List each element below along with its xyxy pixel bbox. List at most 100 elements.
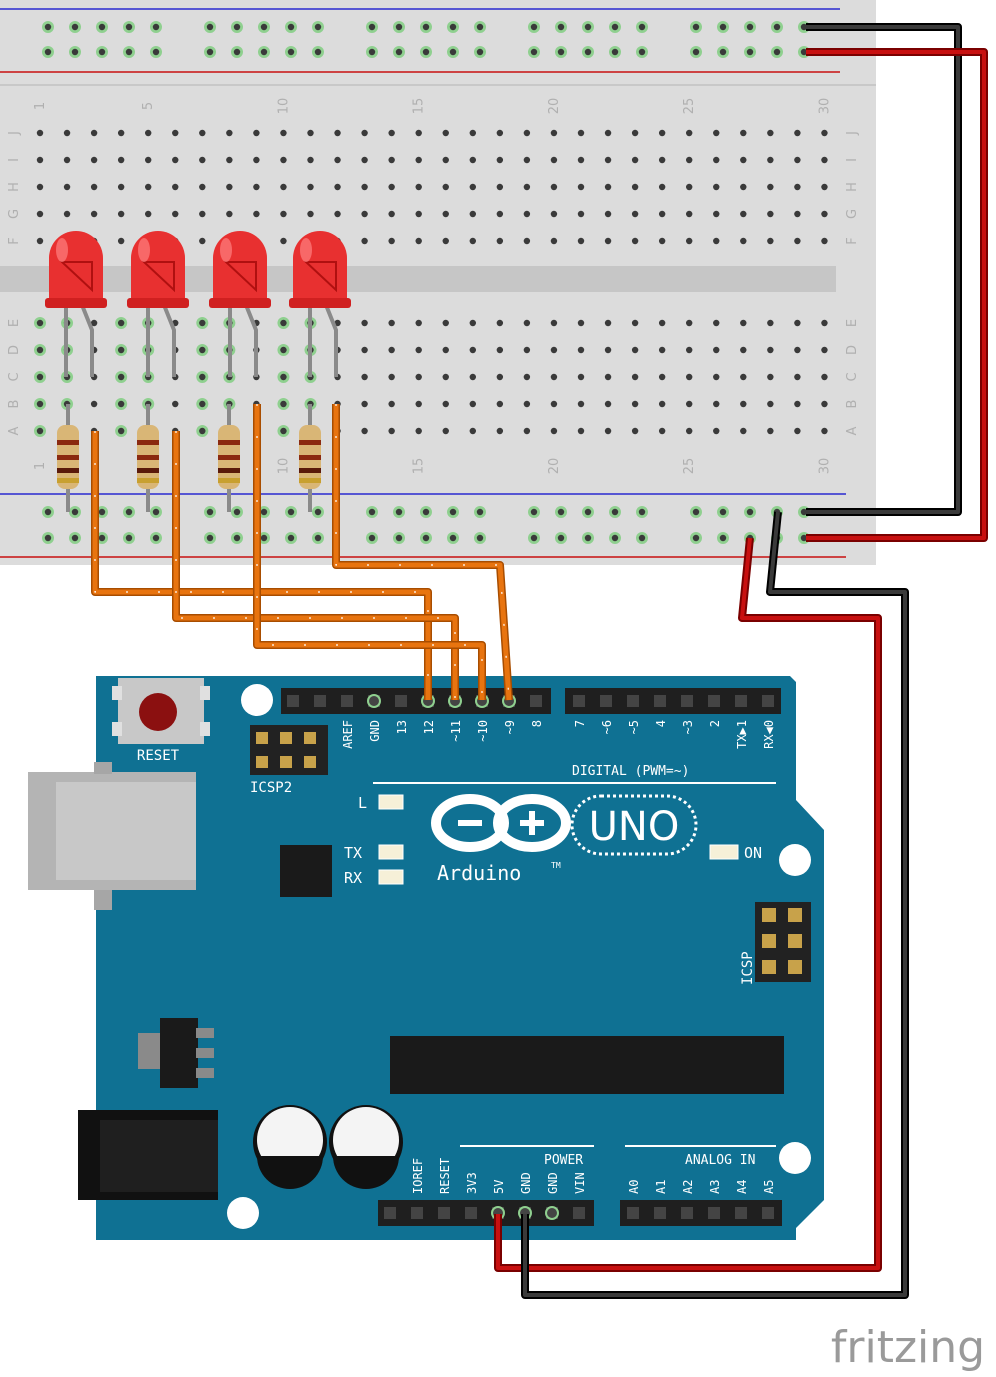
rail-hole — [125, 48, 133, 56]
icsp2-pin — [256, 732, 268, 744]
breadboard-hole — [442, 373, 449, 381]
row-letter: E — [7, 319, 22, 327]
breadboard-hole — [523, 210, 531, 218]
breadboard-hole — [713, 129, 720, 137]
analog-pin-label: A1 — [654, 1180, 668, 1194]
icsp2-pin — [304, 756, 316, 768]
rail-hole — [476, 23, 484, 31]
breadboard-hole — [821, 237, 828, 245]
rail-hole — [98, 534, 106, 542]
breadboard-hole — [280, 400, 287, 408]
breadboard-hole — [658, 237, 666, 245]
column-number: 10 — [276, 458, 291, 475]
breadboard-hole — [550, 346, 558, 354]
breadboard-hole — [604, 427, 612, 435]
breadboard-hole — [117, 210, 125, 218]
breadboard-hole — [740, 346, 747, 354]
rail-hole — [287, 23, 295, 31]
digital-pin-label: GND — [368, 720, 382, 742]
arduino-board-body — [96, 676, 824, 1240]
icsp-label: ICSP — [740, 951, 756, 985]
breadboard-hole — [631, 183, 639, 191]
breadboard-hole — [577, 373, 585, 381]
breadboard-hole — [821, 183, 828, 191]
capacitor — [253, 1105, 327, 1189]
rail-hole — [746, 508, 754, 516]
on-led — [709, 844, 739, 860]
row-letter: F — [845, 237, 860, 244]
breadboard-hole — [523, 319, 531, 327]
breadboard-hole — [713, 183, 720, 191]
breadboard-hole — [388, 427, 395, 435]
rail-hole — [773, 48, 781, 56]
breadboard-hole — [631, 400, 639, 408]
header-pin — [600, 695, 612, 707]
rail-hole — [449, 48, 457, 56]
column-number: 1 — [33, 462, 48, 470]
breadboard-hole — [36, 373, 44, 381]
breadboard-hole — [469, 400, 476, 408]
rail-hole — [260, 508, 268, 516]
breadboard-hole — [469, 427, 476, 435]
breadboard-hole — [90, 156, 98, 164]
rail-hole — [584, 48, 592, 56]
breadboard-hole — [631, 427, 639, 435]
breadboard-hole — [740, 237, 747, 245]
breadboard-hole — [172, 400, 179, 408]
led-2 — [127, 231, 189, 377]
breadboard-hole — [604, 400, 612, 408]
breadboard-hole — [280, 129, 287, 137]
rail-hole — [746, 48, 754, 56]
breadboard-hole — [794, 346, 801, 354]
breadboard-hole — [767, 237, 774, 245]
rail-hole — [395, 508, 403, 516]
rail-hole — [368, 508, 376, 516]
rail-hole — [125, 508, 133, 516]
breadboard-hole — [523, 183, 531, 191]
header-pin — [654, 695, 666, 707]
breadboard-hole — [253, 210, 260, 218]
header-pin — [530, 695, 542, 707]
digital-pin-label: ~3 — [681, 720, 695, 734]
rail-hole — [584, 508, 592, 516]
rail-hole — [530, 508, 538, 516]
breadboard-hole — [199, 400, 206, 408]
mounting-hole — [779, 1142, 811, 1174]
breadboard-hole — [713, 373, 720, 381]
breadboard-hole — [550, 183, 558, 191]
breadboard-hole — [577, 156, 585, 164]
breadboard-hole — [117, 237, 125, 245]
breadboard-hole — [496, 346, 504, 354]
rail-hole — [719, 23, 727, 31]
breadboard-hole — [90, 183, 98, 191]
breadboard-hole — [577, 346, 585, 354]
breadboard-hole — [199, 129, 206, 137]
rail-hole — [584, 23, 592, 31]
rail-hole — [125, 23, 133, 31]
breadboard-hole — [550, 400, 558, 408]
column-number: 30 — [817, 458, 832, 475]
breadboard-hole — [550, 373, 558, 381]
rail-hole — [638, 508, 646, 516]
icsp-pin — [788, 934, 802, 948]
breadboard-hole — [117, 156, 125, 164]
arduino-logo: UNO Arduino TM — [431, 794, 698, 885]
rail-hole — [719, 48, 727, 56]
rail-hole — [98, 48, 106, 56]
breadboard-hole — [794, 183, 801, 191]
rail-hole — [395, 534, 403, 542]
icsp2-pin — [280, 756, 292, 768]
icsp2-pin — [304, 732, 316, 744]
rail-hole — [611, 23, 619, 31]
header-pin — [368, 695, 380, 707]
rail-hole — [773, 23, 781, 31]
breadboard-hole — [550, 210, 558, 218]
digital-pin-label: ~6 — [600, 720, 614, 734]
column-number: 15 — [412, 98, 427, 115]
breadboard-hole — [442, 427, 449, 435]
breadboard-hole — [469, 237, 476, 245]
breadboard-hole — [658, 427, 666, 435]
digital-label: DIGITAL (PWM=~) — [572, 764, 689, 779]
row-letter: D — [845, 345, 860, 355]
